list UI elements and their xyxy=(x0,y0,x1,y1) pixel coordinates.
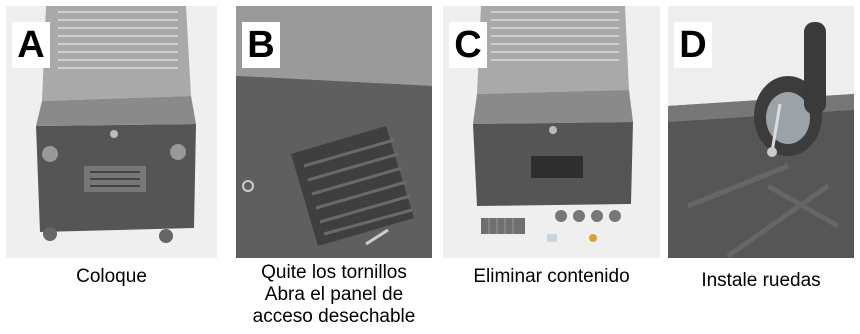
step-c-caption: Eliminar contenido xyxy=(438,266,665,288)
step-b-image: B xyxy=(236,6,432,258)
step-b-caption: Quite los tornillos Abra el panel de acc… xyxy=(216,262,452,328)
cooler-bottom-illustration xyxy=(6,6,217,258)
step-letter-badge: C xyxy=(449,22,487,68)
step-d-image: D xyxy=(668,6,854,258)
caption-line: Coloque xyxy=(76,266,147,287)
step-letter-badge: B xyxy=(242,22,280,68)
caption-line: Abra el panel de xyxy=(264,284,404,305)
caption-line: Quite los tornillos xyxy=(261,262,407,283)
caption-line: Instale ruedas xyxy=(701,270,821,291)
step-a-caption: Coloque xyxy=(6,266,217,288)
caption-line: acceso desechable xyxy=(252,306,416,327)
step-c-image: C xyxy=(443,6,660,258)
caption-line: Eliminar contenido xyxy=(473,266,630,287)
step-letter-badge: A xyxy=(12,22,50,68)
step-letter-badge: D xyxy=(674,22,712,68)
step-d-caption: Instale ruedas xyxy=(663,270,859,292)
step-a-image: A xyxy=(6,6,217,258)
install-wheel-illustration xyxy=(668,6,854,258)
